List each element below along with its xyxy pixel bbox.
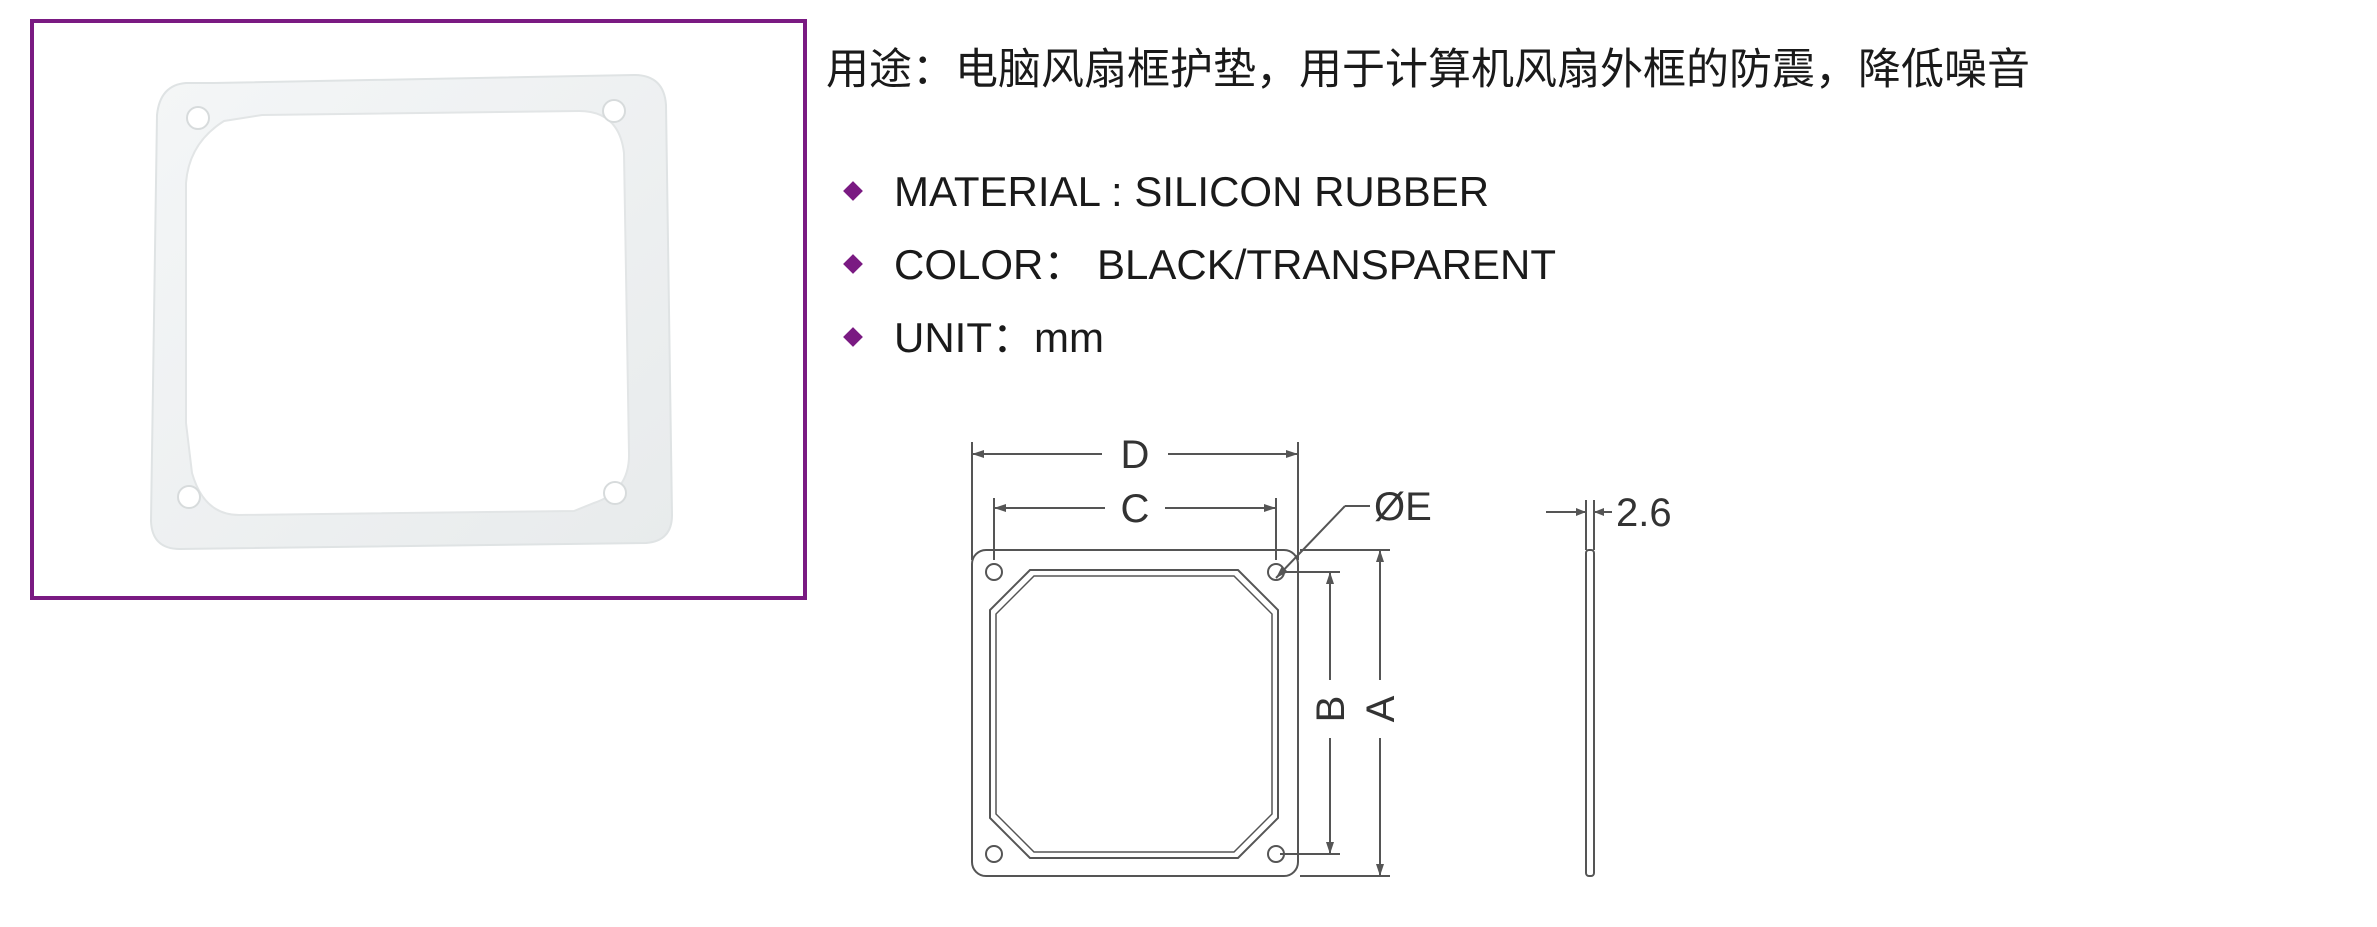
usage-description: 用途：电脑风扇框护垫，用于计算机风扇外框的防震，降低噪音 (826, 45, 2030, 95)
dim-label-c: C (1121, 487, 1150, 531)
arrow-thickness-left (1576, 508, 1586, 516)
arrow-b-bottom (1326, 842, 1334, 854)
dim-label-e: ØE (1374, 485, 1432, 529)
dim-label-thickness: 2.6 (1616, 491, 1672, 535)
arrow-b-top (1326, 572, 1334, 584)
arrow-thickness-right (1594, 508, 1604, 516)
dim-label-b: B (1309, 696, 1353, 723)
dim-label-d: D (1121, 433, 1150, 477)
gasket-photo (149, 73, 674, 551)
drawing-hole (985, 845, 1003, 863)
product-photo-frame (30, 19, 807, 600)
technical-drawing: D C ØE B A 2.6 (971, 433, 1672, 877)
spec-unit-text: UNIT：mm (894, 314, 1104, 361)
arrow-d-left (972, 450, 984, 458)
mount-hole (602, 99, 626, 123)
arrow-d-right (1286, 450, 1298, 458)
diamond-bullet-icon (843, 254, 863, 274)
dim-e-leader (1275, 505, 1346, 579)
arrow-c-left (994, 504, 1006, 512)
mount-hole (186, 106, 210, 130)
arrow-a-bottom (1376, 864, 1384, 876)
part-outline (971, 549, 1299, 877)
diamond-bullet-icon (843, 327, 863, 347)
part-opening (989, 569, 1279, 859)
mount-hole (603, 481, 627, 505)
gasket-opening (185, 109, 631, 517)
part-opening-inner (995, 575, 1273, 853)
drawing-hole (985, 563, 1003, 581)
arrow-c-right (1264, 504, 1276, 512)
arrow-a-top (1376, 550, 1384, 562)
diamond-bullet-icon (843, 181, 863, 201)
dim-label-a: A (1359, 695, 1403, 722)
mount-hole (177, 485, 201, 509)
side-view (1585, 549, 1595, 877)
spec-material-text: MATERIAL : SILICON RUBBER (894, 168, 1490, 215)
spec-color-text: COLOR： BLACK/TRANSPARENT (894, 241, 1557, 288)
arrow-e (1276, 566, 1288, 578)
